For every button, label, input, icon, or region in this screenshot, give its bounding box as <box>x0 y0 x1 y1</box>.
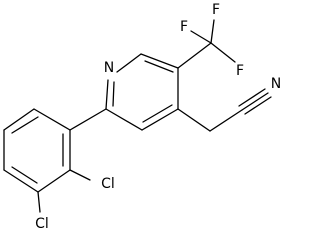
molecule-structure: N N F F F Cl Cl <box>3 2 281 232</box>
nitrile-nitrogen-label: N <box>271 76 281 92</box>
fluorine-top-label: F <box>212 2 220 18</box>
fluorine-right-label: F <box>236 63 244 79</box>
chlorine-lower-label: Cl <box>35 216 49 232</box>
dichlorophenyl-ring <box>3 108 107 213</box>
cf3-group <box>177 19 236 69</box>
pyridine-nitrogen-label: N <box>104 60 114 76</box>
pyridine-ring <box>105 53 179 131</box>
fluorine-left-label: F <box>180 19 188 35</box>
chlorine-upper-label: Cl <box>101 176 115 192</box>
cyanomethyl-group <box>177 88 272 132</box>
